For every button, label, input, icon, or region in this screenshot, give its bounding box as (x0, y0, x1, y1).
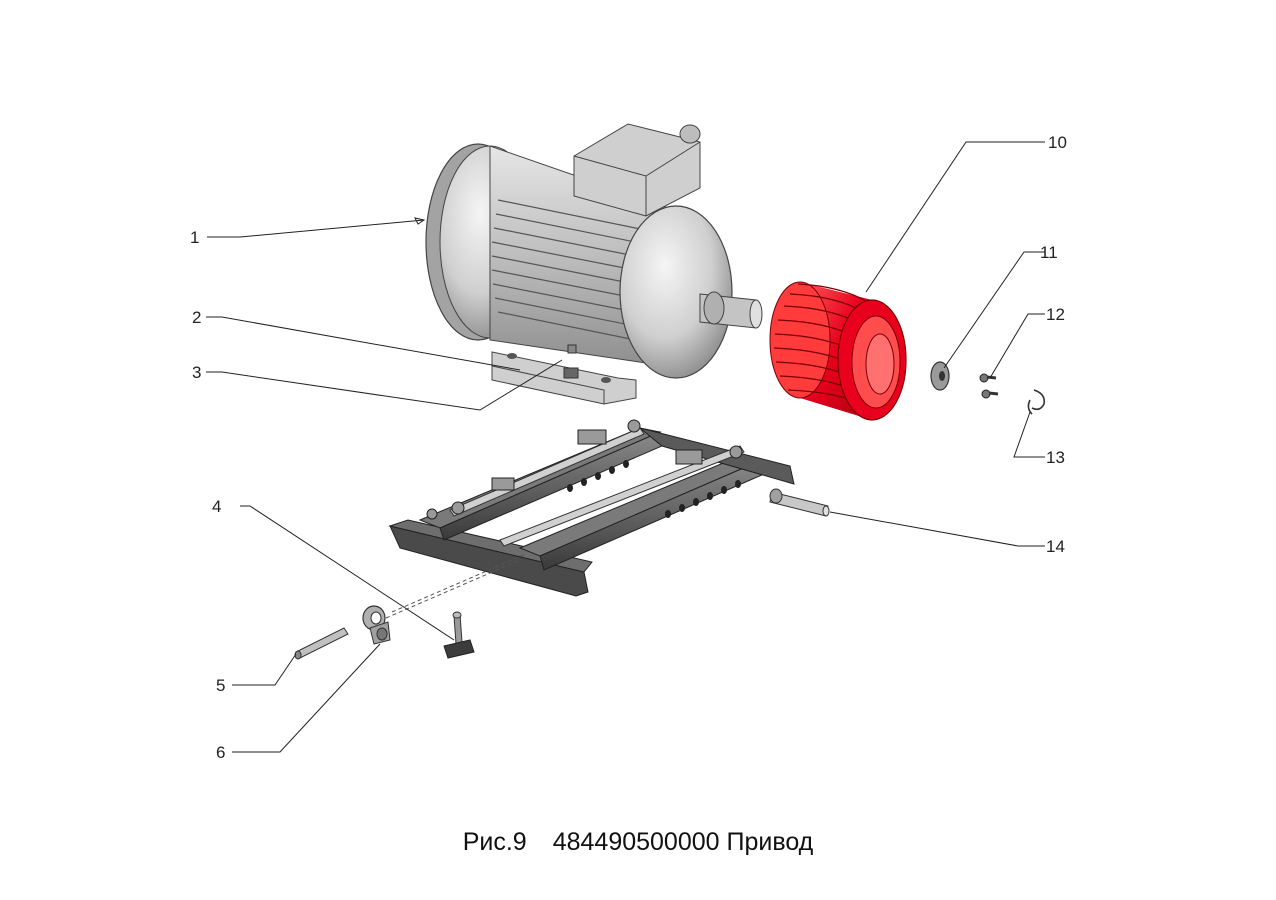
adjusting-screw-icon (769, 488, 830, 517)
motor-mount-frame-icon (388, 419, 795, 597)
pulley-icon (769, 281, 907, 421)
washer-icon (930, 361, 950, 391)
callout-14: 14 (1046, 537, 1065, 556)
callout-13: 13 (1046, 448, 1065, 467)
callout-6: 6 (216, 743, 225, 762)
assembly-line (385, 559, 521, 619)
callout-10: 10 (1048, 133, 1067, 152)
figure-number: Рис.9 (462, 828, 527, 856)
callout-1: 1 (190, 228, 199, 247)
pin-icon (294, 627, 349, 660)
callout-3: 3 (192, 363, 201, 382)
callout-11: 11 (1040, 243, 1058, 262)
assembly-line (391, 553, 527, 613)
leader-lines (206, 141, 1045, 753)
figure-title: 484490500000 Привод (552, 828, 814, 856)
t-bolt-icon (443, 611, 475, 659)
electric-motor-icon (425, 123, 763, 405)
callout-5: 5 (216, 676, 225, 695)
callout-12: 12 (1046, 305, 1065, 324)
eyebolt-icon (362, 605, 391, 645)
bolt-icon (979, 373, 999, 399)
callout-2: 2 (192, 308, 201, 327)
retaining-ring-icon (1027, 389, 1046, 415)
callout-4: 4 (212, 497, 221, 516)
figure-caption: Рис.9 484490500000 Привод (0, 828, 1276, 857)
